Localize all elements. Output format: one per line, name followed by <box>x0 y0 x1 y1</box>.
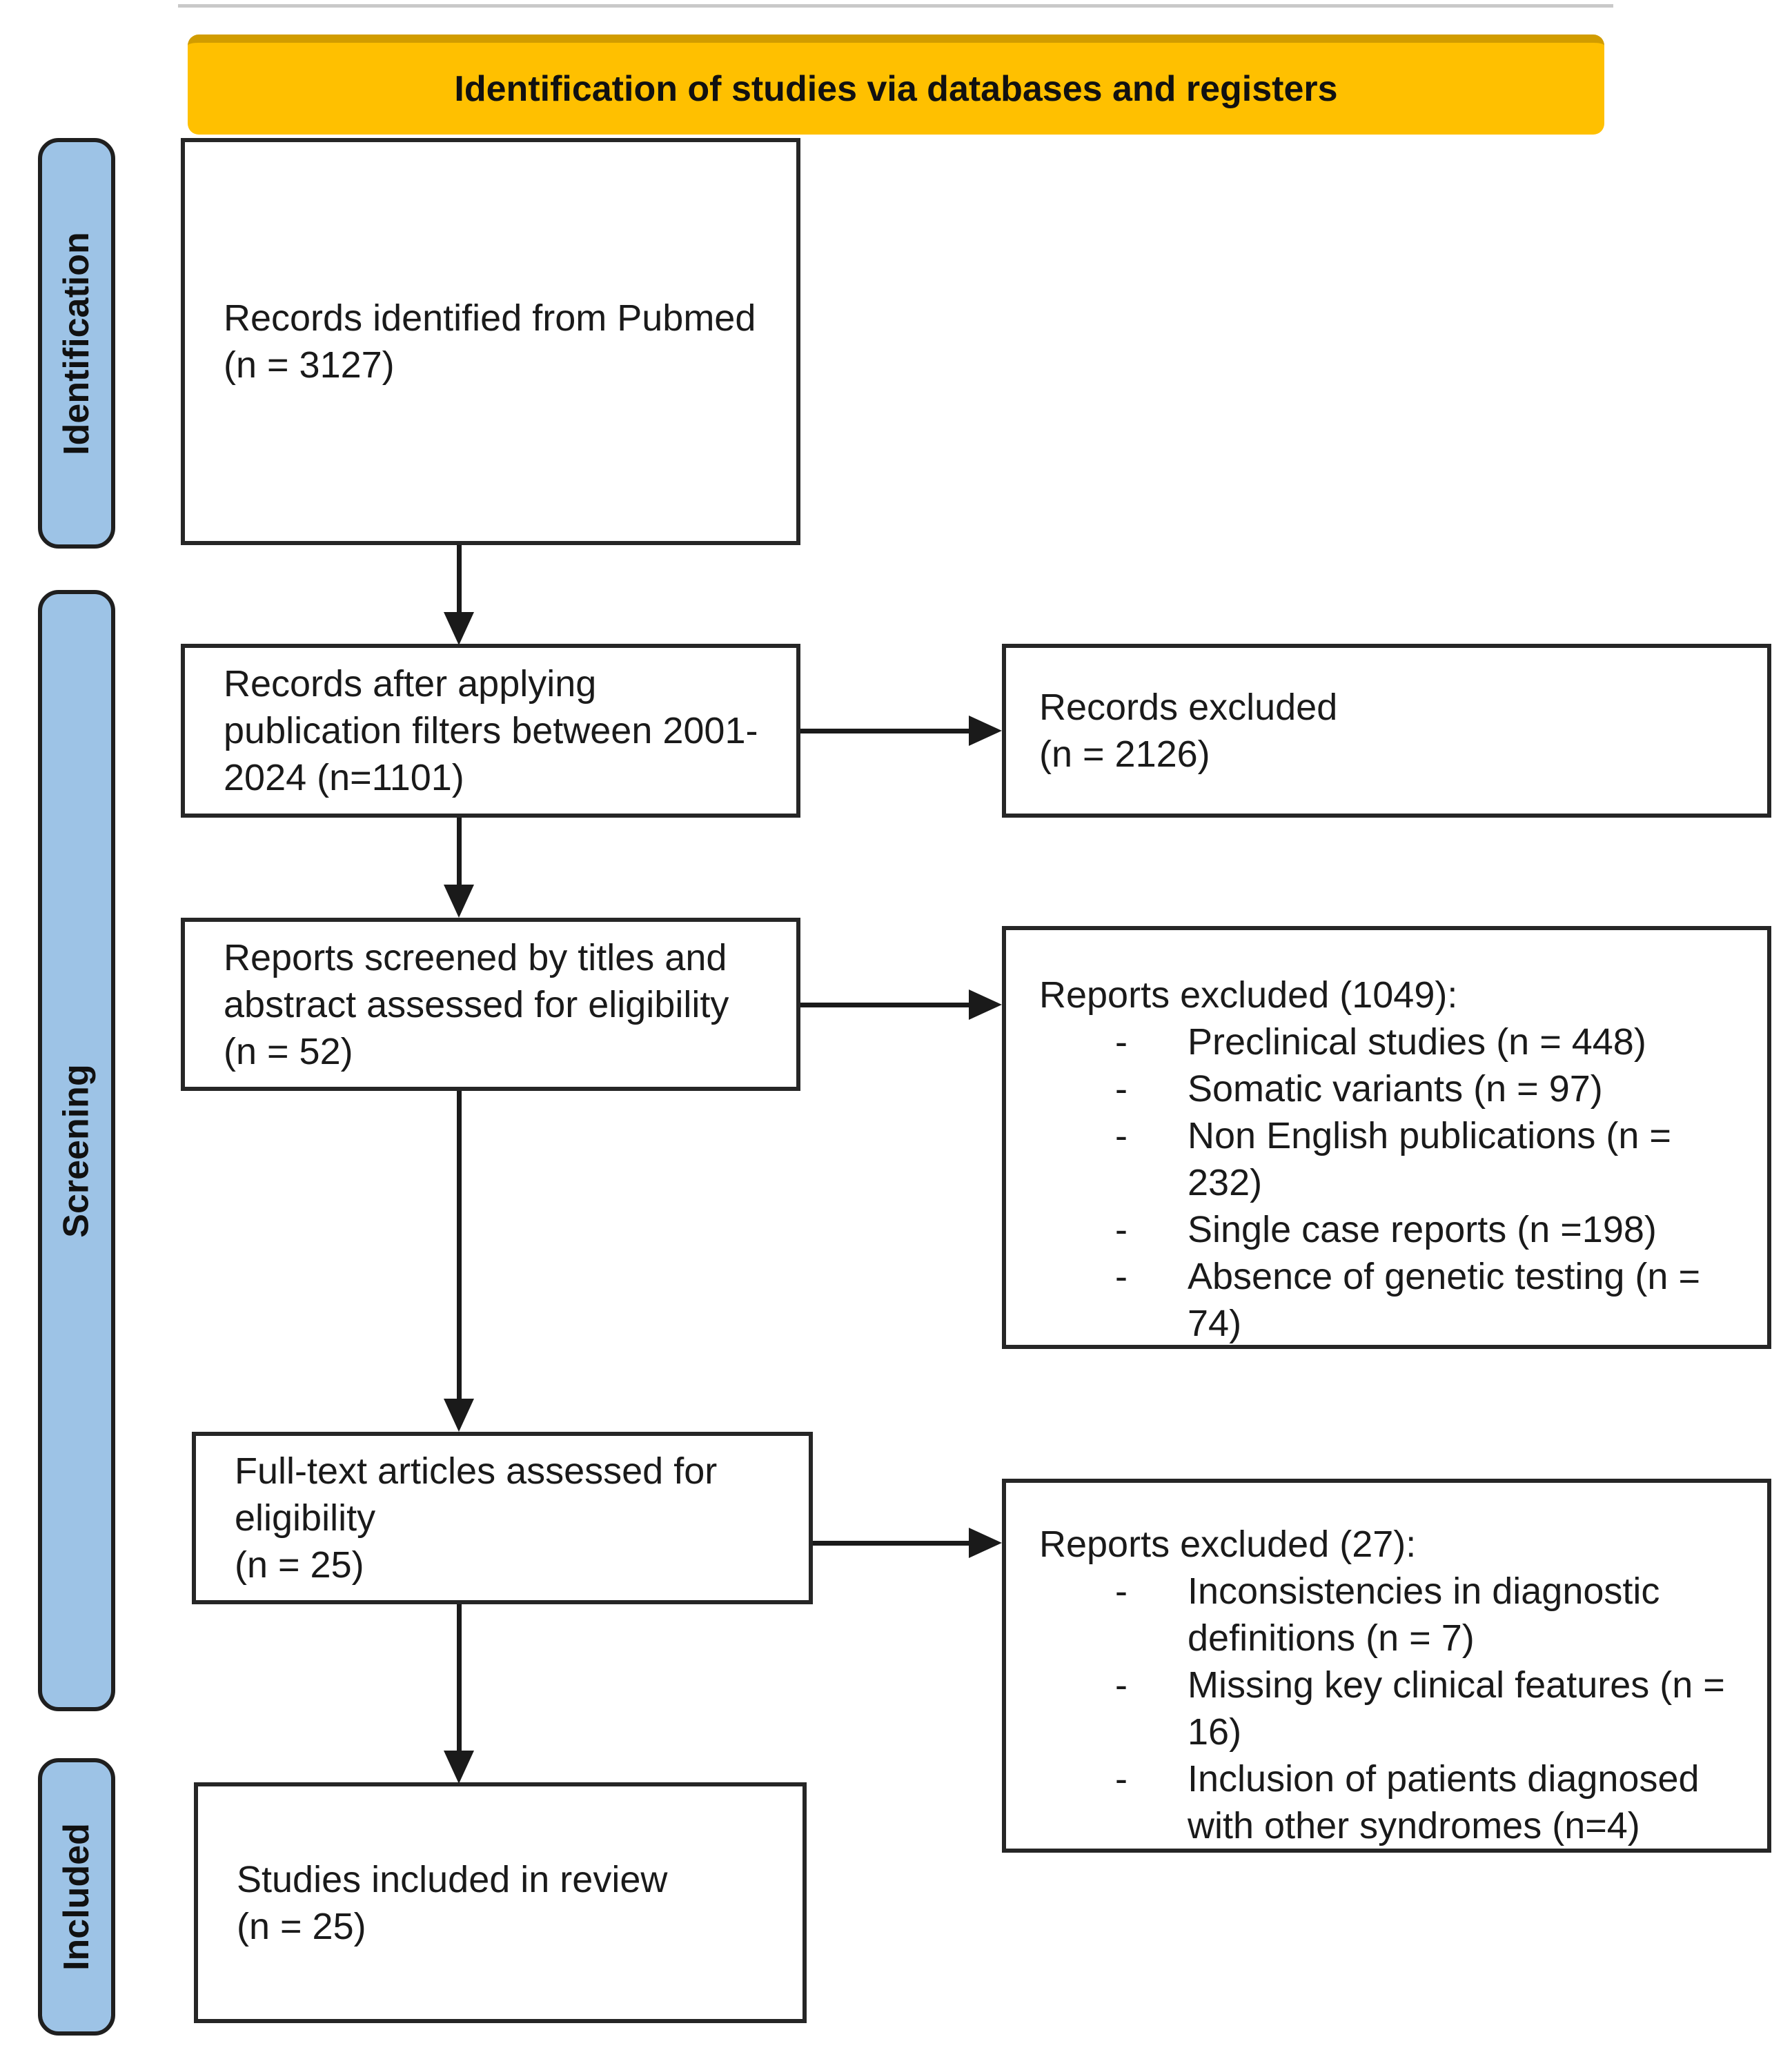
banner: Identification of studies via databases … <box>188 35 1604 135</box>
arrow-down-icon <box>444 1751 474 1784</box>
exclusion-reason-list: - Preclinical studies (n = 448) - Somati… <box>1115 1018 1751 1347</box>
exclusion-reason-item: - Preclinical studies (n = 448) <box>1115 1018 1751 1065</box>
exclusion-reason-item: - Non English publications (n = 232) <box>1115 1112 1751 1206</box>
exclusion-box-27-title: Reports excluded (27): <box>1039 1524 1417 1565</box>
exclusion-reason-item: - Inclusion of patients diagnosed with o… <box>1115 1755 1751 1849</box>
exclusion-reason-item: - Somatic variants (n = 97) <box>1115 1065 1751 1112</box>
flow-box-studies-included-text: Studies included in review (n = 25) <box>237 1858 668 1947</box>
arrow-line <box>457 1091 462 1401</box>
arrow-line <box>800 729 970 733</box>
banner-title: Identification of studies via databases … <box>454 68 1338 109</box>
flow-box-records-filtered-text: Records after applying publication filte… <box>224 663 758 798</box>
exclusion-reason-text: Absence of genetic testing (n = 74) <box>1188 1256 1700 1344</box>
bullet-dash: - <box>1115 1570 1128 1612</box>
arrow-down-icon <box>444 885 474 918</box>
bullet-dash: - <box>1115 1068 1128 1110</box>
arrow-line <box>457 1604 462 1753</box>
stage-label-screening: Screening <box>57 1063 97 1238</box>
bullet-dash: - <box>1115 1209 1128 1250</box>
arrow-line <box>457 818 462 887</box>
flow-box-fulltext-assessed-text: Full-text articles assessed for eligibil… <box>235 1450 718 1586</box>
stage-band-screening: Screening <box>38 590 115 1711</box>
exclusion-reason-item: - Missing key clinical features (n = 16) <box>1115 1662 1751 1755</box>
arrow-line <box>813 1541 970 1546</box>
bullet-dash: - <box>1115 1664 1128 1706</box>
arrow-down-icon <box>444 612 474 645</box>
stage-band-identification: Identification <box>38 138 115 549</box>
exclusion-reason-text: Missing key clinical features (n = 16) <box>1188 1664 1725 1753</box>
flow-box-records-filtered: Records after applying publication filte… <box>181 644 800 818</box>
exclusion-reason-text: Non English publications (n = 232) <box>1188 1115 1671 1203</box>
bullet-dash: - <box>1115 1021 1128 1063</box>
bullet-dash: - <box>1115 1256 1128 1297</box>
flow-box-reports-screened-text: Reports screened by titles and abstract … <box>224 936 729 1072</box>
exclusion-reason-item: - Absence of genetic testing (n = 74) <box>1115 1253 1751 1347</box>
exclusion-box-reports-excluded-27: Reports excluded (27): - Inconsistencies… <box>1002 1479 1771 1853</box>
exclusion-reason-text: Inclusion of patients diagnosed with oth… <box>1188 1758 1700 1846</box>
arrow-right-icon <box>969 716 1002 746</box>
flow-box-records-identified: Records identified from Pubmed (n = 3127… <box>181 138 800 545</box>
exclusion-reason-text: Single case reports (n =198) <box>1188 1209 1657 1250</box>
arrow-down-icon <box>444 1399 474 1432</box>
bullet-dash: - <box>1115 1758 1128 1800</box>
flow-box-records-identified-text: Records identified from Pubmed (n = 3127… <box>224 297 756 386</box>
stage-label-identification: Identification <box>57 231 97 455</box>
stage-label-included: Included <box>57 1823 97 1971</box>
arrow-line <box>800 1003 970 1007</box>
flow-box-fulltext-assessed: Full-text articles assessed for eligibil… <box>192 1432 813 1604</box>
arrow-right-icon <box>969 989 1002 1020</box>
exclusion-reason-text: Inconsistencies in diagnostic definition… <box>1188 1570 1660 1659</box>
exclusion-reason-list: - Inconsistencies in diagnostic definiti… <box>1115 1568 1751 1849</box>
exclusion-box-records-excluded-text: Records excluded (n = 2126) <box>1039 687 1338 775</box>
arrow-right-icon <box>969 1528 1002 1558</box>
top-divider-line <box>178 4 1613 8</box>
exclusion-reason-text: Somatic variants (n = 97) <box>1188 1068 1603 1110</box>
flow-box-studies-included: Studies included in review (n = 25) <box>194 1782 807 2023</box>
exclusion-reason-text: Preclinical studies (n = 448) <box>1188 1021 1646 1063</box>
exclusion-box-records-excluded: Records excluded (n = 2126) <box>1002 644 1771 818</box>
exclusion-box-reports-excluded-1049: Reports excluded (1049): - Preclinical s… <box>1002 926 1771 1349</box>
flow-box-reports-screened: Reports screened by titles and abstract … <box>181 918 800 1091</box>
exclusion-reason-item: - Inconsistencies in diagnostic definiti… <box>1115 1568 1751 1662</box>
exclusion-box-1049-title: Reports excluded (1049): <box>1039 974 1458 1016</box>
exclusion-reason-item: - Single case reports (n =198) <box>1115 1206 1751 1253</box>
bullet-dash: - <box>1115 1115 1128 1156</box>
stage-band-included: Included <box>38 1758 115 2036</box>
arrow-line <box>457 545 462 614</box>
